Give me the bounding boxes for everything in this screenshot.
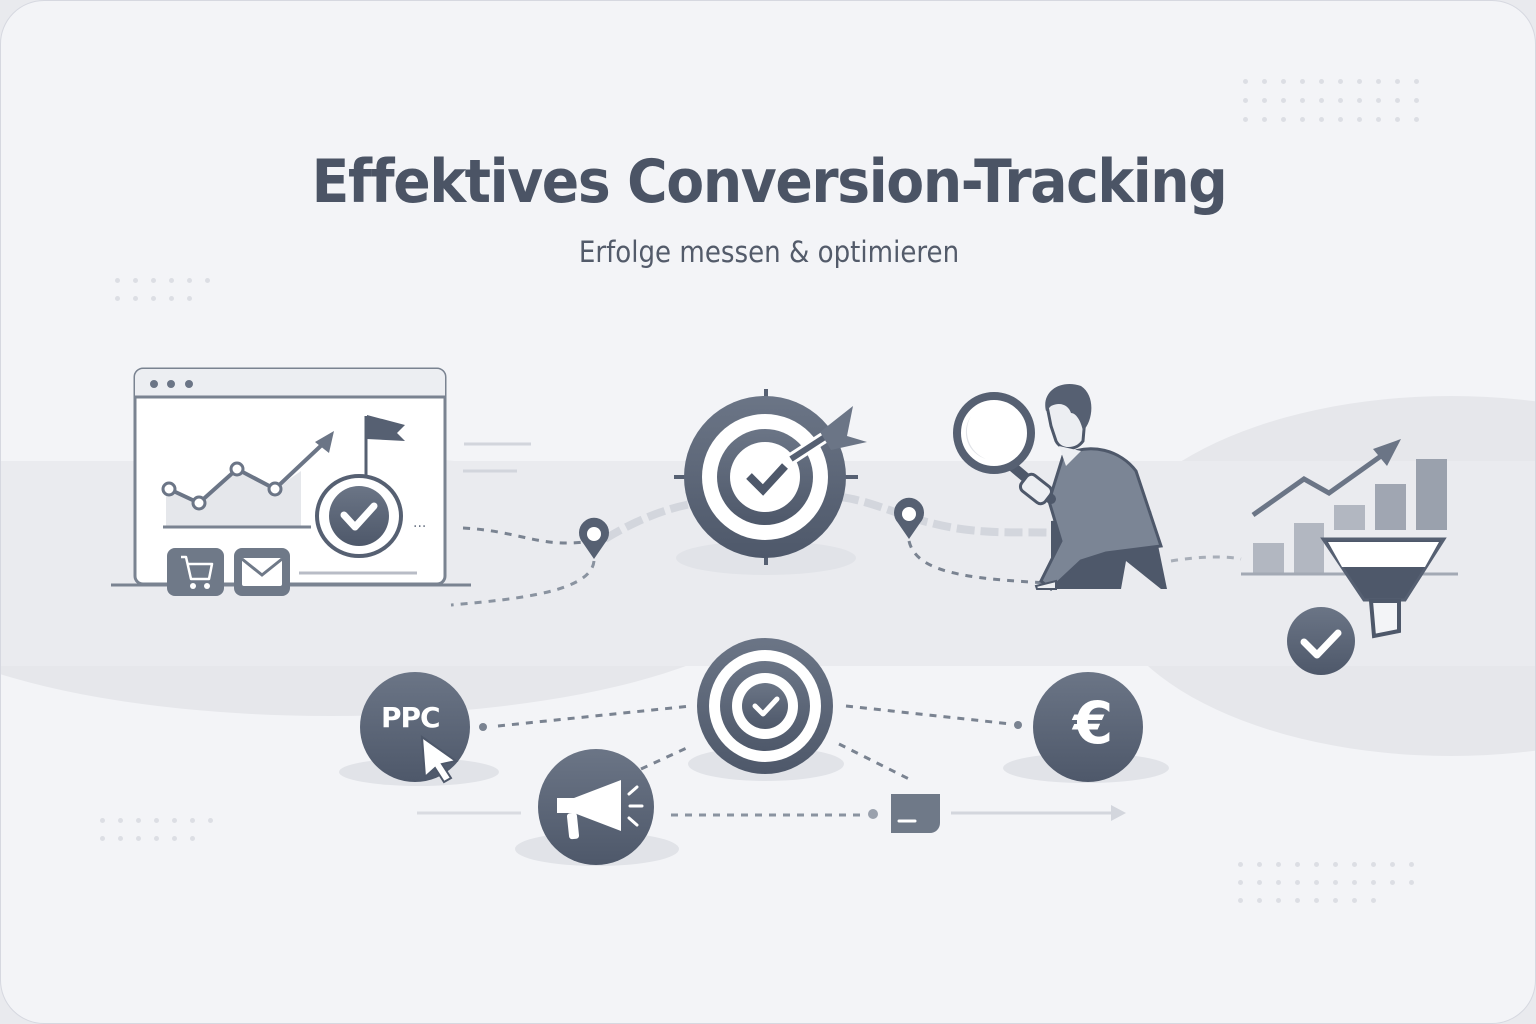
ppc-label: PPC xyxy=(381,701,441,734)
browser-dashboard: ··· xyxy=(111,367,471,596)
person-with-magnifier xyxy=(953,383,1167,591)
target-with-arrow xyxy=(674,389,867,575)
shopping-cart-icon xyxy=(167,548,224,596)
arrow-fletching-icon xyxy=(820,406,867,450)
flag-icon xyxy=(367,415,405,441)
page-title: Effektives Conversion-Tracking xyxy=(311,147,1228,217)
svg-text:···: ··· xyxy=(413,519,426,535)
euro-icon: € xyxy=(1072,689,1114,757)
growth-chart-funnel xyxy=(1241,439,1458,675)
arrow-right-icon xyxy=(1111,805,1126,821)
target-node xyxy=(688,638,844,781)
checkmark-icon xyxy=(752,696,780,717)
location-pin-icon xyxy=(894,497,925,539)
cursor-icon xyxy=(420,734,459,784)
ppc-node xyxy=(339,672,499,786)
dot-grid-bottom-left xyxy=(100,818,226,841)
euro-node xyxy=(1003,672,1169,783)
dot-grid-bottom-right xyxy=(1238,862,1428,903)
megaphone-node xyxy=(515,749,679,866)
window-dot-icon xyxy=(150,380,158,388)
checkmark-icon xyxy=(340,502,378,531)
page-subtitle: Erfolge messen & optimieren xyxy=(578,235,960,269)
checkmark-icon xyxy=(746,463,788,496)
dot-grid-top-right xyxy=(1243,79,1433,122)
magnifying-glass-icon xyxy=(953,392,1035,474)
megaphone-icon xyxy=(557,780,621,831)
arrow-head-icon xyxy=(315,431,334,453)
trend-line xyxy=(1251,453,1383,518)
arrow-head-icon xyxy=(1373,439,1401,466)
location-pin-icon xyxy=(579,517,610,559)
window-dot-icon xyxy=(167,380,175,388)
path-dashed xyxy=(462,526,592,545)
check-badge xyxy=(1287,607,1355,675)
dot-grid-left xyxy=(115,278,223,301)
small-card-node xyxy=(891,794,940,833)
window-dot-icon xyxy=(185,380,193,388)
checkmark-icon xyxy=(1300,629,1342,659)
